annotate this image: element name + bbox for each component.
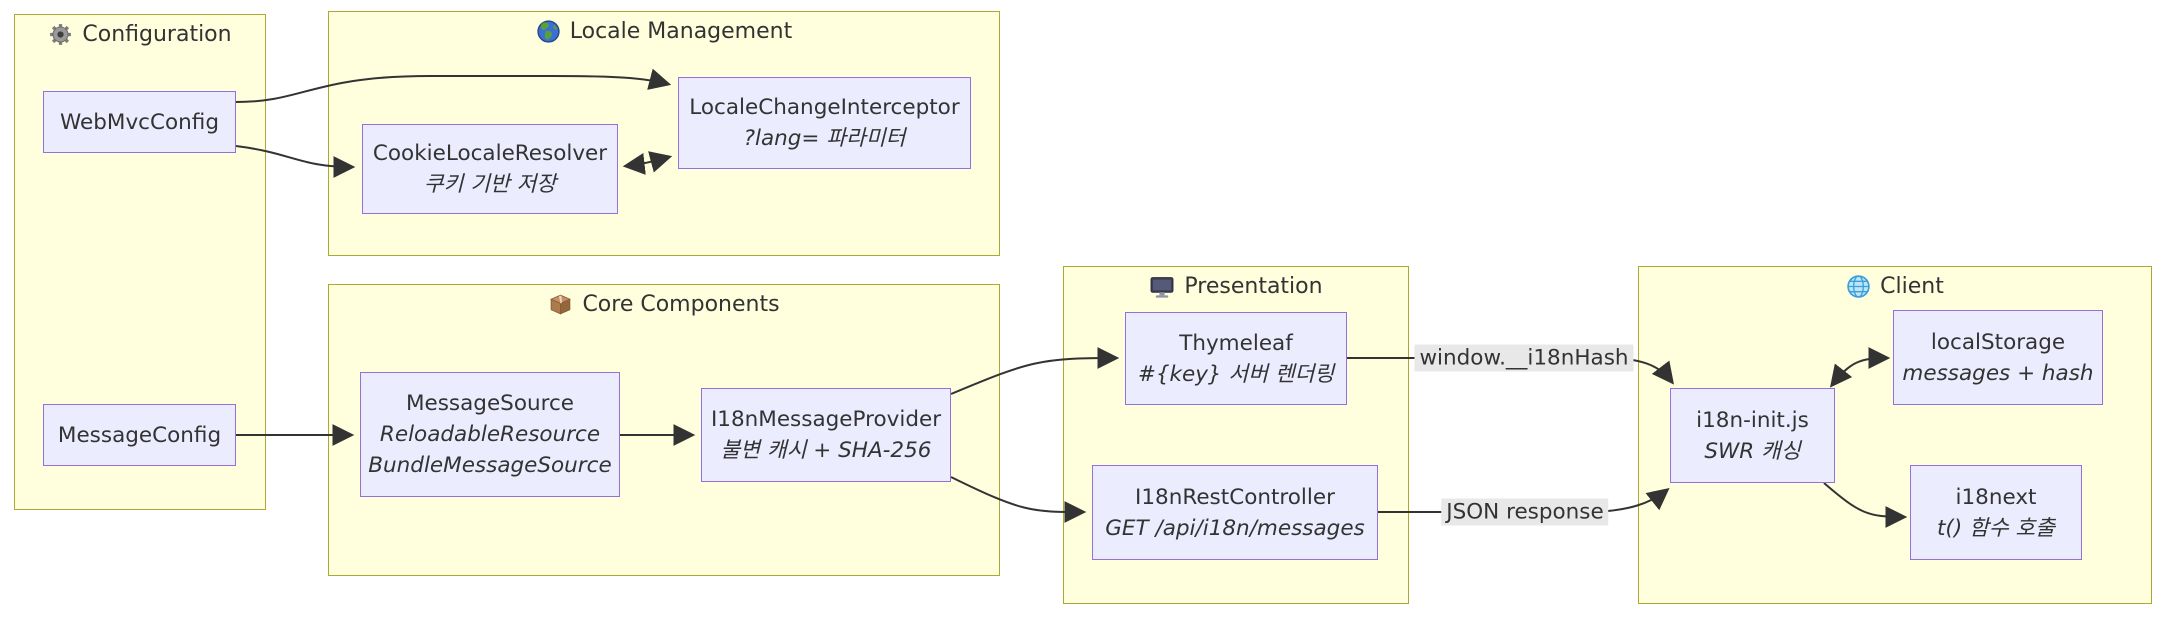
- group-configuration-title: Configuration: [15, 22, 265, 47]
- group-client-title: Client: [1639, 274, 2151, 299]
- globe-meridians-icon: [1847, 275, 1870, 298]
- group-core-components-label: Core Components: [582, 292, 780, 317]
- edge-i18ninit-localstorage-bidirectional: [1829, 347, 1891, 388]
- node-messagesource-subtitle-line2: BundleMessageSource: [368, 453, 612, 478]
- node-messagesource: MessageSource ReloadableResource BundleM…: [360, 372, 620, 497]
- node-i18nrestcontroller-subtitle: GET /api/i18n/messages: [1105, 515, 1365, 541]
- node-i18ninit: i18n-init.js SWR 캐싱: [1670, 388, 1835, 483]
- node-thymeleaf-title: Thymeleaf: [1179, 330, 1293, 356]
- group-core-components-title: Core Components: [329, 292, 999, 317]
- globe-europe-africa-icon: [537, 20, 560, 43]
- node-cookielocaleresolver-title: CookieLocaleResolver: [372, 141, 608, 166]
- node-thymeleaf-subtitle: #{key} 서버 렌더링: [1137, 361, 1335, 387]
- group-configuration-label: Configuration: [82, 22, 232, 47]
- group-client-label: Client: [1880, 274, 1944, 299]
- node-messageconfig-title: MessageConfig: [57, 422, 222, 448]
- node-messagesource-title: MessageSource: [405, 391, 575, 416]
- group-locale-management-label: Locale Management: [569, 19, 793, 44]
- node-localstorage-subtitle: messages + hash: [1902, 360, 2094, 386]
- edge-label-window-i18nhash: window.__i18nHash: [1414, 344, 1634, 372]
- package-icon: [550, 294, 572, 315]
- node-i18nmessageprovider: I18nMessageProvider 불변 캐시 + SHA-256: [701, 388, 951, 482]
- node-messageconfig: MessageConfig: [43, 404, 236, 466]
- node-webmvcconfig-title: WebMvcConfig: [60, 109, 219, 135]
- gear-icon: [50, 24, 72, 45]
- edge-webmvcconfig-localechangeinterceptor: [235, 68, 672, 103]
- node-cookielocaleresolver: CookieLocaleResolver 쿠키 기반 저장: [362, 124, 618, 214]
- node-localstorage-title: localStorage: [1930, 329, 2066, 355]
- node-i18next-title: i18next: [1955, 484, 2037, 510]
- node-i18ninit-subtitle: SWR 캐싱: [1704, 438, 1801, 464]
- node-localstorage: localStorage messages + hash: [1893, 310, 2103, 405]
- node-thymeleaf: Thymeleaf #{key} 서버 렌더링: [1125, 312, 1347, 405]
- node-localechangeinterceptor-subtitle: ?lang= 파라미터: [743, 126, 906, 151]
- node-i18nmessageprovider-title: I18nMessageProvider: [710, 407, 942, 432]
- node-localechangeinterceptor: LocaleChangeInterceptor ?lang= 파라미터: [678, 77, 971, 169]
- group-presentation-label: Presentation: [1184, 274, 1323, 299]
- node-webmvcconfig: WebMvcConfig: [43, 91, 236, 153]
- edge-webmvcconfig-cookielocaleresolver: [235, 145, 356, 178]
- node-i18nmessageprovider-subtitle: 불변 캐시 + SHA-256: [720, 438, 932, 463]
- edge-label-json-response: JSON response: [1441, 498, 1609, 526]
- node-messagesource-subtitle-line1: ReloadableResource: [379, 422, 601, 447]
- node-i18ninit-title: i18n-init.js: [1696, 407, 1809, 433]
- edge-i18nmessageprovider-i18nrestcontroller: [950, 476, 1087, 523]
- edge-i18nmessageprovider-thymeleaf: [950, 347, 1120, 395]
- node-localechangeinterceptor-title: LocaleChangeInterceptor: [689, 95, 960, 120]
- node-i18nrestcontroller: I18nRestController GET /api/i18n/message…: [1092, 465, 1378, 560]
- edge-i18ninit-i18next: [1823, 482, 1908, 528]
- node-i18next-subtitle: t() 함수 호출: [1937, 515, 2055, 541]
- node-cookielocaleresolver-subtitle: 쿠키 기반 저장: [423, 172, 557, 197]
- node-i18next: i18next t() 함수 호출: [1910, 465, 2082, 560]
- desktop-computer-icon: [1150, 277, 1174, 298]
- group-locale-management-title: Locale Management: [329, 19, 999, 44]
- node-i18nrestcontroller-title: I18nRestController: [1135, 484, 1335, 510]
- edge-cookielocaleresolver-localechangeinterceptor-bidirectional: [622, 151, 673, 175]
- group-presentation-title: Presentation: [1064, 274, 1408, 299]
